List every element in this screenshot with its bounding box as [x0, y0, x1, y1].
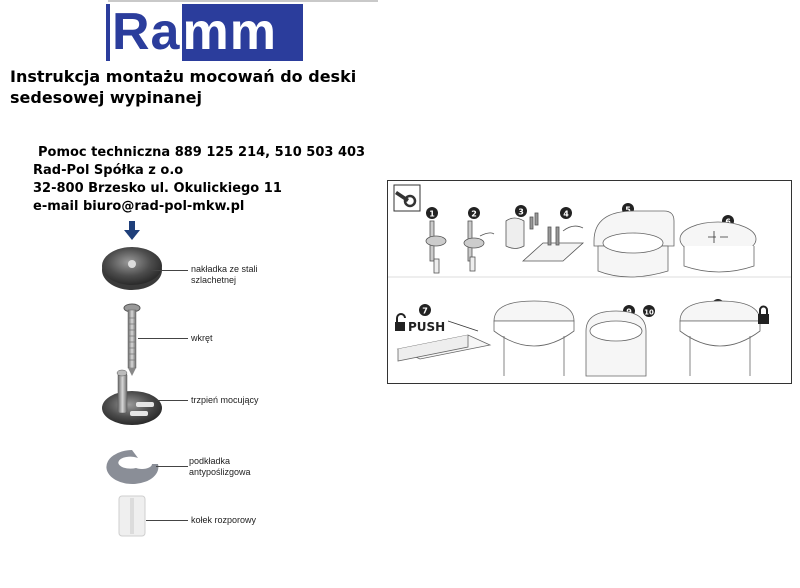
- label-screw: wkręt: [191, 333, 213, 343]
- company-name: Rad-Pol Spółka z o.o: [33, 163, 184, 178]
- installation-steps-illustration: 1 2 3 4 5 6 7: [388, 184, 791, 377]
- parts-exploded-view: [102, 221, 162, 537]
- logo-text-mm: mm: [182, 3, 277, 61]
- label-washer-line1: podkładka: [189, 456, 231, 466]
- leader-line-cap: [150, 270, 188, 271]
- wall-plug: [118, 495, 146, 537]
- step-5-number: 5: [625, 206, 631, 215]
- label-cover-cap-line2: szlachetnej: [191, 275, 237, 285]
- wrench-icon: [393, 184, 421, 212]
- step-7-number: 7: [422, 307, 428, 316]
- label-cover-cap: nakładka ze stali szlachetnej: [191, 264, 258, 286]
- label-cover-cap-line1: nakładka ze stali: [191, 264, 258, 274]
- company-address: 32-800 Brzesko ul. Okulickiego 11: [33, 181, 282, 196]
- document-title: Instrukcja montażu mocowań do deski sede…: [10, 67, 357, 107]
- label-washer-line2: antypoślizgowa: [189, 467, 251, 477]
- steel-cover-cap: [102, 247, 162, 290]
- leader-line-screw: [138, 338, 188, 339]
- logo-top-line: [108, 0, 378, 2]
- step-6-number: 6: [725, 218, 731, 227]
- logo-text-ra: Ra: [110, 3, 183, 61]
- push-label: PUSH: [408, 320, 445, 334]
- leader-line-plug: [146, 520, 188, 521]
- ramm-logo: Ramm: [110, 0, 277, 64]
- leader-line-pin: [156, 400, 188, 401]
- support-phone: Pomoc techniczna 889 125 214, 510 503 40…: [38, 145, 366, 160]
- label-washer: podkładka antypoślizgowa: [189, 456, 251, 478]
- down-arrow-icon: [124, 221, 140, 240]
- label-wall-plug: kołek rozporowy: [191, 515, 257, 525]
- label-mounting-pin: trzpień mocujący: [191, 395, 259, 405]
- step-10-number: 10: [644, 309, 654, 317]
- lock-closed-icon: [758, 305, 769, 324]
- leader-line-washer: [156, 466, 188, 467]
- lock-open-icon: [395, 313, 406, 331]
- step-1-number: 1: [429, 210, 435, 219]
- mounting-pin: [102, 369, 162, 425]
- anti-slip-washer: [106, 450, 159, 484]
- step-4-number: 4: [563, 210, 569, 219]
- step-2-number: 2: [471, 210, 477, 219]
- company-email: e-mail biuro@rad-pol-mkw.pl: [33, 199, 245, 214]
- screw: [123, 303, 141, 376]
- step-3-number: 3: [518, 208, 524, 217]
